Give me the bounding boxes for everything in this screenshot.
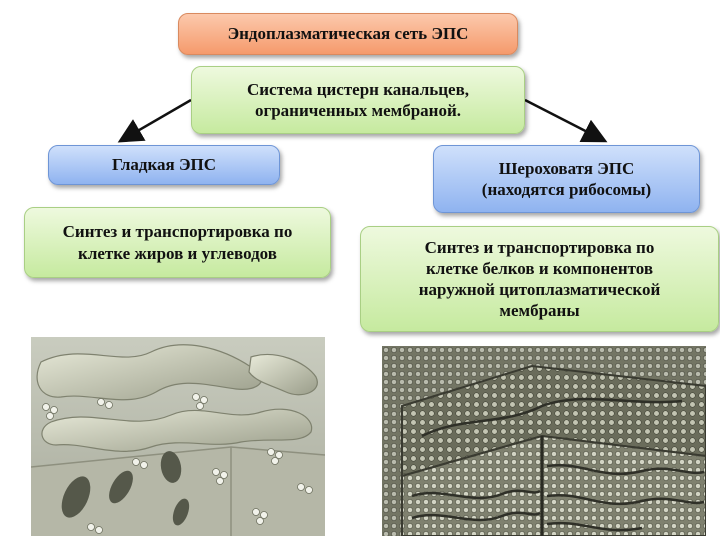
system-text: Система цистерн канальцев, ограниченных … (246, 79, 470, 120)
rough-er-description-box: Синтез и транспортировка по клетке белко… (360, 226, 719, 332)
system-description-box: Система цистерн канальцев, ограниченных … (191, 66, 525, 134)
arrow-to-smooth (117, 98, 192, 143)
smooth-er-box: Гладкая ЭПС (48, 145, 280, 185)
smooth-er-description: Синтез и транспортировка по клетке жиров… (62, 222, 293, 263)
smooth-er-label: Гладкая ЭПС (111, 155, 217, 175)
smooth-er-description-box: Синтез и транспортировка по клетке жиров… (24, 207, 331, 278)
rough-er-label: Шероховатя ЭПС (находятся рибосомы) (481, 158, 652, 199)
title-text: Эндоплазматическая сеть ЭПС (227, 24, 469, 44)
rough-er-description: Синтез и транспортировка по клетке белко… (418, 237, 661, 321)
arrow-to-rough (524, 98, 608, 143)
smooth-er-illustration (31, 337, 325, 536)
rough-er-box: Шероховатя ЭПС (находятся рибосомы) (433, 145, 700, 213)
rough-er-illustration (382, 346, 706, 536)
title-box: Эндоплазматическая сеть ЭПС (178, 13, 518, 55)
